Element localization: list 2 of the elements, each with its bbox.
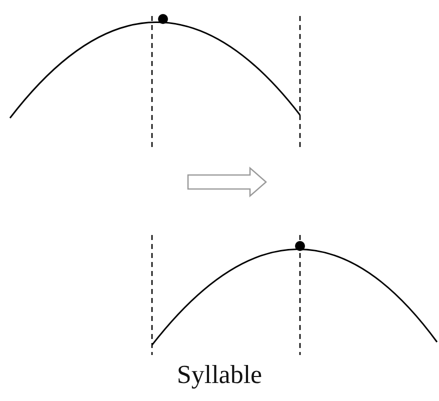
- caption: Syllable: [176, 360, 262, 390]
- hollow-arrow: [187, 166, 267, 198]
